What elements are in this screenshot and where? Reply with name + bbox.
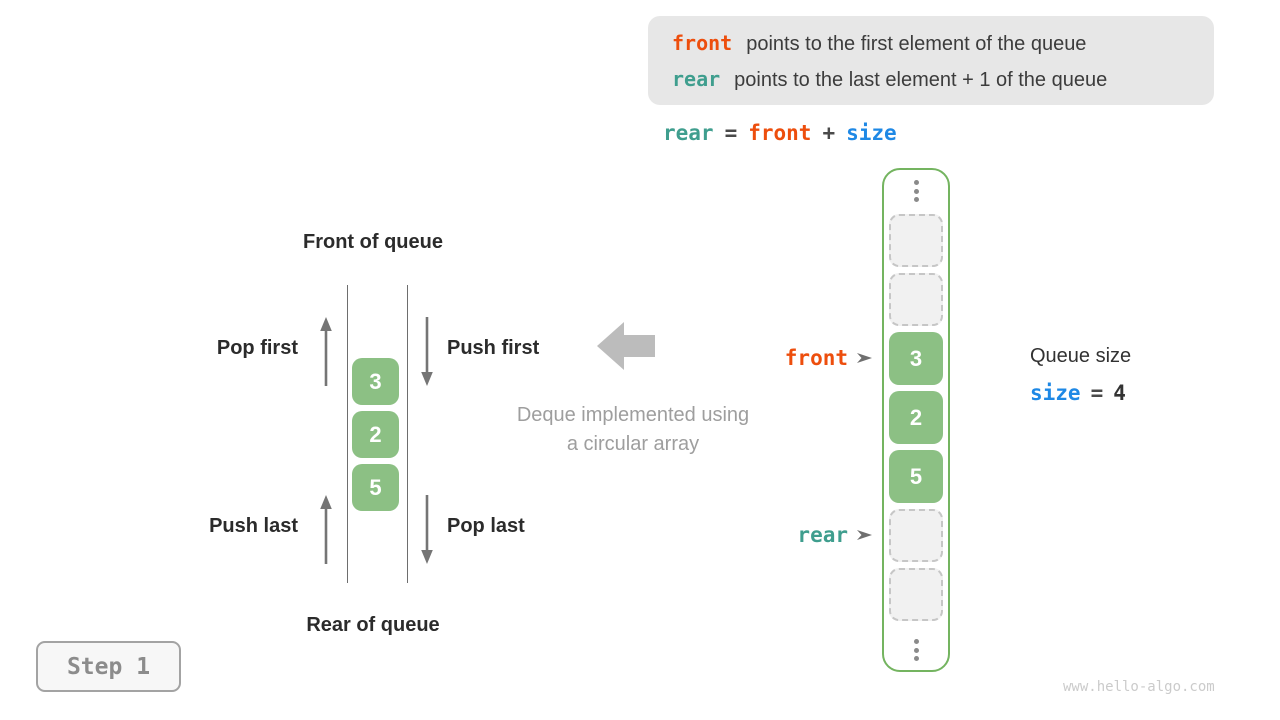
rear-of-queue-label: Rear of queue [306, 614, 440, 636]
queue-channel-left-line [347, 285, 348, 583]
pointer-definitions-box: front points to the first element of the… [648, 16, 1214, 105]
push-last-label: Push last [209, 515, 298, 537]
queue-channel-right-line [407, 285, 408, 583]
rear-keyword: rear [672, 67, 721, 91]
rear-pointer-label: rear [797, 523, 848, 547]
down-arrow-icon [419, 495, 435, 569]
pointer-arrow-icon [857, 352, 872, 364]
queue-size-value: size = 4 [1030, 381, 1136, 405]
ellipsis-icon [913, 180, 919, 202]
down-arrow-icon [419, 317, 435, 391]
array-slot-filled: 3 [889, 332, 943, 385]
queue-cell: 2 [352, 411, 399, 458]
array-slot-empty [889, 273, 943, 326]
queue-cell: 3 [352, 358, 399, 405]
formula-front: front [748, 121, 812, 145]
rear-definition-text: points to the last element + 1 of the qu… [734, 69, 1108, 91]
up-arrow-icon [318, 317, 334, 391]
diagram-caption: Deque implemented using a circular array [492, 401, 774, 459]
rear-definition-line: rear points to the last element + 1 of t… [672, 61, 1190, 97]
array-slot-filled: 5 [889, 450, 943, 503]
caption-line-1: Deque implemented using [516, 404, 750, 426]
front-pointer: front [696, 344, 872, 372]
array-slot-filled: 2 [889, 391, 943, 444]
array-slot-empty [889, 568, 943, 621]
watermark: www.hello-algo.com [1063, 679, 1215, 695]
size-equals: = [1090, 381, 1104, 405]
formula-equals: = [724, 121, 738, 145]
array-slot-empty [889, 214, 943, 267]
pop-first-label: Pop first [216, 337, 298, 359]
formula-size: size [846, 121, 897, 145]
formula-rear: rear [663, 121, 714, 145]
circular-array: 3 2 5 [882, 168, 950, 672]
queue-cell: 5 [352, 464, 399, 511]
pointer-arrow-icon [857, 529, 872, 541]
array-slot-empty [889, 509, 943, 562]
front-definition-line: front points to the first element of the… [672, 25, 1190, 61]
queue-stack: 3 2 5 [352, 358, 399, 517]
caption-line-2: a circular array [566, 433, 700, 455]
size-variable: size [1030, 381, 1081, 405]
front-definition-text: points to the first element of the queue [746, 33, 1087, 55]
push-first-label: Push first [447, 337, 540, 359]
formula-plus: + [822, 121, 836, 145]
queue-size-title: Queue size [1030, 345, 1132, 367]
front-keyword: front [672, 31, 733, 55]
up-arrow-icon [318, 495, 334, 569]
ellipsis-icon [913, 639, 919, 661]
size-value: 4 [1113, 381, 1126, 405]
left-block-arrow-icon [597, 321, 655, 376]
front-of-queue-label: Front of queue [303, 231, 443, 253]
pop-last-label: Pop last [447, 515, 525, 537]
step-badge: Step 1 [36, 641, 181, 692]
rear-formula: rear = front + size [663, 121, 908, 145]
front-pointer-label: front [784, 346, 848, 370]
rear-pointer: rear [696, 521, 872, 549]
